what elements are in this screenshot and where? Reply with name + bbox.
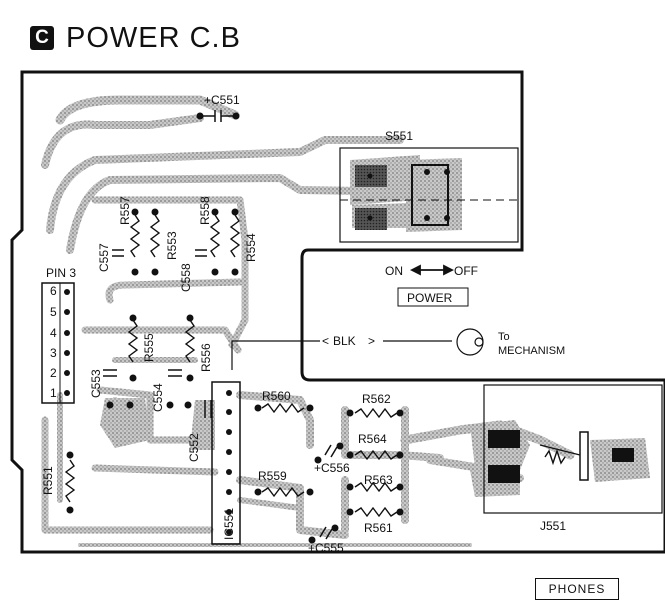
on-off-arrow [409,264,455,276]
pin-connector [41,282,75,404]
label-r557: R557 [118,196,132,225]
label-c558: C558 [179,263,193,292]
label-r564: R564 [358,432,387,446]
jack-j551 [483,384,663,514]
label-ic551: IC551 [222,508,236,540]
cutout-outline [310,252,665,378]
label-blk: BLK [333,334,356,348]
label-pin-1: 1 [50,386,57,400]
label-c551: +C551 [204,93,240,107]
switch-s551 [339,147,519,243]
label-mechanism: MECHANISM [498,345,565,357]
label-r554: R554 [244,233,258,262]
label-c557: C557 [97,243,111,272]
label-power: POWER [407,291,453,305]
label-pin-6: 6 [50,284,57,298]
label-pin-2: 2 [50,366,57,380]
label-r562: R562 [362,392,391,406]
phones-label: PHONES [535,578,619,600]
label-c552: C552 [187,433,201,462]
copper-traces [41,95,575,547]
solder-pads [66,112,404,544]
label-s551: S551 [385,129,413,143]
label-blk-close: > [368,334,375,348]
section-badge: C [30,26,54,50]
label-to: To [498,331,510,343]
resistors [64,214,566,518]
label-r558: R558 [198,196,212,225]
label-pin-3: 3 [50,346,57,360]
label-r560: R560 [262,389,291,403]
blk-wire [231,328,484,370]
label-c555: +C555 [308,541,344,555]
label-r553: R553 [165,231,179,260]
section-header: C POWER C.B [30,20,241,56]
label-r551: R551 [41,466,55,495]
label-c556: +C556 [314,461,350,475]
board-outline [10,70,665,554]
label-j551: J551 [540,519,566,533]
label-c554: C554 [151,383,165,412]
label-r555: R555 [142,333,156,362]
label-r561: R561 [364,521,393,535]
label-r556: R556 [199,343,213,372]
label-pin-5: 5 [50,305,57,319]
label-pin-4: 4 [50,326,57,340]
page-title: POWER C.B [66,21,241,54]
label-off: OFF [454,264,478,278]
label-blk-open: < [322,334,329,348]
capacitors [103,110,338,540]
power-label-box [397,287,469,307]
label-r563: R563 [364,473,393,487]
label-r559: R559 [258,469,287,483]
ic551-chip [211,381,241,545]
label-pin3: PIN 3 [46,266,76,280]
component-labels: +C551 S551 PIN 3 6 5 4 3 2 1 R557 R553 R… [41,93,566,555]
label-c553: C553 [89,369,103,398]
label-on: ON [385,264,403,278]
